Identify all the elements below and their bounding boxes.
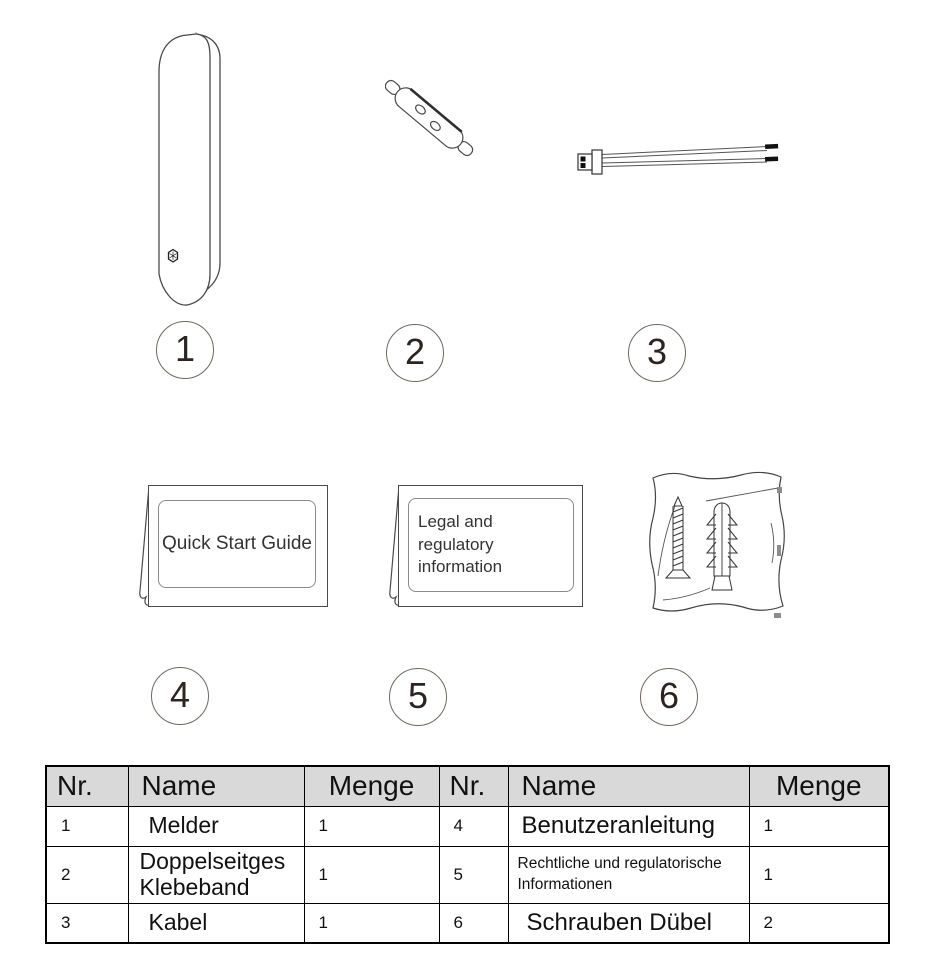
cell-name: Doppelseitges Klebeband: [127, 845, 305, 904]
booklet-cover: Legal and regulatory information: [398, 485, 583, 607]
table-row: 3 Kabel 1 6 Schrauben Dübel 2: [45, 902, 890, 944]
legal-information-label: Legal and regulatory information: [418, 511, 503, 577]
header-nr-left: Nr.: [45, 765, 129, 807]
cell-name: Melder: [127, 805, 305, 847]
cell-menge: 1: [303, 845, 440, 904]
item-5-number-badge: 5: [389, 668, 447, 726]
sensor-button-icon: [169, 251, 177, 260]
quick-start-guide-label: Quick Start Guide: [162, 533, 312, 554]
double-sided-tape-illustration: [385, 79, 474, 157]
header-name-left: Name: [127, 765, 305, 807]
header-name-right: Name: [507, 765, 750, 807]
table-header-row: Nr. Name Menge Nr. Name Menge: [45, 765, 890, 807]
cell-menge: 2: [748, 902, 890, 944]
booklet-spine: [389, 485, 402, 606]
header-menge-left: Menge: [303, 765, 440, 807]
cable-connector-pins: [580, 156, 586, 168]
cell-name: Benutzeranleitung: [507, 805, 750, 847]
cell-menge: 1: [748, 805, 890, 847]
sensor-illustration: [158, 32, 221, 306]
wall-plug-icon: [705, 502, 739, 591]
cell-nr: 6: [438, 902, 509, 944]
cell-nr: 3: [45, 902, 129, 944]
item-6-number-badge: 6: [640, 668, 698, 726]
item-2-number-badge: 2: [386, 324, 444, 382]
cell-nr: 5: [438, 845, 509, 904]
table-row: 1 Melder 1 4 Benutzeranleitung 1: [45, 805, 890, 847]
screw-icon: [664, 495, 692, 579]
cell-nr: 4: [438, 805, 509, 847]
cell-name: Schrauben Dübel: [507, 902, 750, 944]
booklet-cover: Quick Start Guide: [148, 485, 328, 607]
cell-menge: 1: [303, 902, 440, 944]
booklet-spine: [139, 485, 152, 606]
cell-name: Kabel: [127, 902, 305, 944]
header-menge-right: Menge: [748, 765, 890, 807]
cable-illustration: [577, 143, 779, 175]
cell-menge: 1: [748, 845, 890, 904]
cable-wire-tips: [765, 143, 779, 162]
header-nr-right: Nr.: [438, 765, 509, 807]
cell-nr: 2: [45, 845, 129, 904]
item-1-number-badge: 1: [156, 321, 214, 379]
cell-menge: 1: [303, 805, 440, 847]
cell-name: Rechtliche und regulatorische Informatio…: [507, 845, 750, 904]
quick-start-guide-illustration: Quick Start Guide: [136, 483, 332, 613]
table-row: 2 Doppelseitges Klebeband 1 5 Rechtliche…: [45, 845, 890, 904]
package-contents-table: Nr. Name Menge Nr. Name Menge 1 Melder 1…: [45, 765, 890, 944]
item-4-number-badge: 4: [151, 667, 209, 725]
item-3-number-badge: 3: [628, 324, 686, 382]
screws-and-dowels-bag-illustration: [649, 471, 785, 618]
cell-nr: 1: [45, 805, 129, 847]
legal-information-illustration: Legal and regulatory information: [386, 483, 587, 613]
